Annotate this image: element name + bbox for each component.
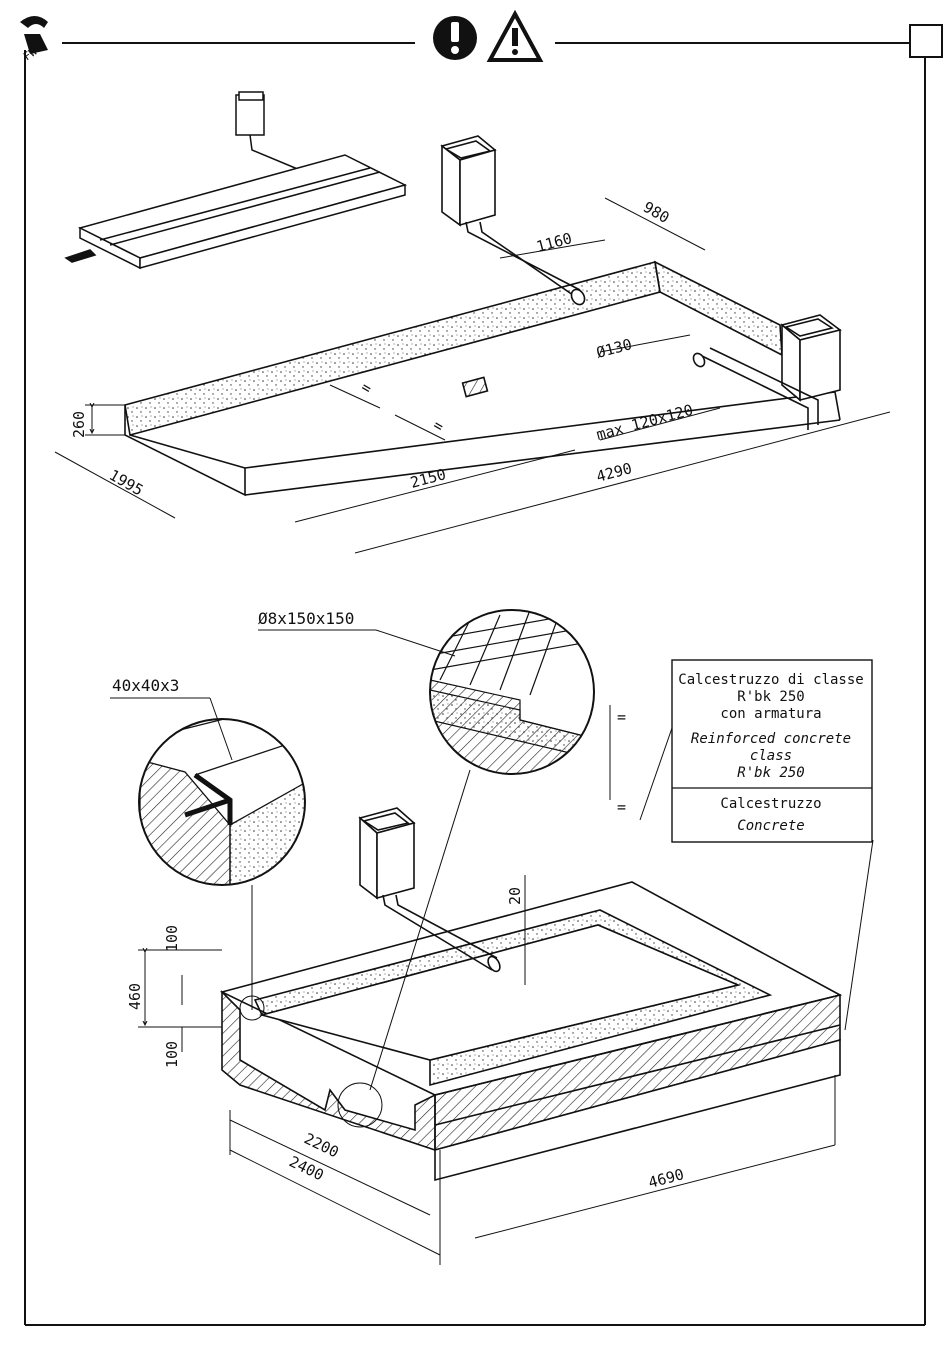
dim-4690: 4690 xyxy=(646,1165,686,1192)
top-foundation xyxy=(125,262,840,495)
logo-icon: FW xyxy=(20,16,48,63)
legend-en-concrete: Concrete xyxy=(737,818,804,834)
legend-it-line2: R'bk 250 xyxy=(737,689,804,705)
dim-drain: max 120x120 xyxy=(594,401,695,444)
warning-icon xyxy=(490,14,540,60)
dim-20: 20 xyxy=(506,887,524,905)
mandatory-icon xyxy=(433,16,477,60)
equal-mark-3: = xyxy=(617,708,626,726)
equal-mark-1: = xyxy=(358,378,375,398)
dim-2400: 2400 xyxy=(286,1152,326,1184)
angle-label: 40x40x3 xyxy=(112,676,179,695)
dim-1160: 1160 xyxy=(534,229,574,256)
legend-it-line3: con armatura xyxy=(720,706,821,722)
dim-4290: 4290 xyxy=(594,459,634,486)
legend-it-line1: Calcestruzzo di classe xyxy=(678,672,863,688)
page-number-box xyxy=(910,25,942,57)
dim-100-top: 100 xyxy=(163,925,181,952)
dim-pipe-diameter: Ø130 xyxy=(594,335,634,362)
mesh-label: Ø8x150x150 xyxy=(258,609,354,628)
dim-260: 260 xyxy=(70,411,88,438)
legend-en-line3: R'bk 250 xyxy=(737,765,804,781)
dim-980: 980 xyxy=(640,198,672,227)
legend-en-line2: class xyxy=(750,748,792,764)
legend-it-concrete: Calcestruzzo xyxy=(720,796,821,812)
dim-460: 460 xyxy=(126,983,144,1010)
legend-en-line1: Reinforced concrete xyxy=(691,731,851,747)
equal-mark-4: = xyxy=(617,798,626,816)
equal-mark-2: = xyxy=(430,416,447,436)
lift-sketch xyxy=(66,92,405,268)
mesh-detail xyxy=(430,610,600,800)
dim-100-bottom: 100 xyxy=(163,1041,181,1068)
angle-detail xyxy=(139,700,310,900)
legend-box: Calcestruzzo di classe R'bk 250 con arma… xyxy=(672,660,872,842)
dim-1995: 1995 xyxy=(106,466,146,500)
